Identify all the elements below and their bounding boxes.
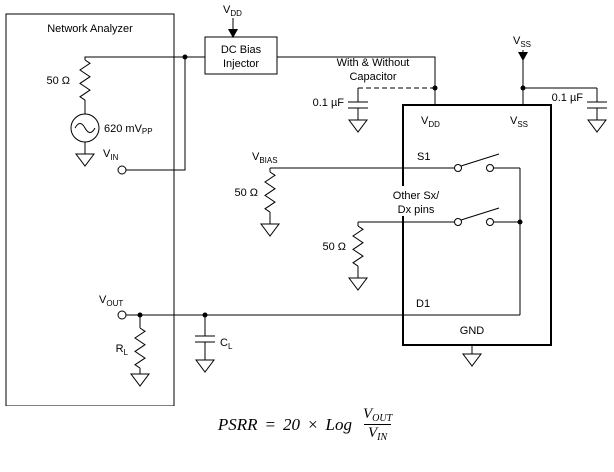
formula-denominator: VIN [363,424,392,443]
ground-icon [260,223,280,237]
switch-contact-icon [486,218,494,226]
formula-log: Log [325,414,352,434]
source-resistor-label: 50 Ω [46,75,70,87]
cap-note-line2: Capacitor [349,71,396,83]
wire-vin-tap [126,57,186,171]
source-amplitude-label: 620 mVPP [104,123,153,136]
vin-port-circle [117,165,127,175]
junction-dot [517,219,523,225]
dut-box [402,104,552,346]
ground-icon [348,277,368,291]
dut-pin-gnd-label: GND [460,325,485,337]
wire-source-to-injector [84,56,205,60]
ground-icon [75,153,95,167]
injector-label-line2: Injector [223,58,259,70]
dut-pin-vss-label: VSS [510,115,528,129]
formula-equals: = [264,414,276,434]
formula-coefficient: 20 [283,414,300,434]
circuit-schematic: Network Analyzer 50 Ω 620 mVPP VIN VDD D… [5,4,607,406]
vbias-label: VBIAS [252,151,278,165]
formula-times: × [307,414,319,434]
sine-wave-icon [74,123,96,133]
resistor-symbol-other [352,225,364,267]
right-cap-value: 0.1 µF [552,92,584,104]
cap-note-line1: With & Without [337,57,410,69]
label-mask [390,186,442,216]
switch-blade-icon [460,153,500,167]
formula-numerator: VOUT [362,406,393,424]
ground-icon [348,119,368,133]
vin-label: VIN [103,148,119,162]
arrowhead-down-icon [228,29,238,38]
arrowhead-down-icon [518,52,528,61]
vout-port-circle [117,310,127,320]
switch-contact-icon [454,218,462,226]
formula-fraction: VOUT VIN [359,406,396,443]
junction-dot [182,54,188,60]
ground-icon [587,119,607,133]
other-pins-label-line2: Dx pins [398,204,435,216]
capacitor-symbol-right [587,101,607,109]
ground-icon [195,359,215,373]
vdd-supply-label: VDD [223,4,242,18]
rl-label: RL [116,343,129,357]
network-analyzer-box [5,13,175,406]
other-resistor-label: 50 Ω [322,241,346,253]
resistor-symbol-rl [134,327,146,369]
capacitor-symbol-cl [195,335,215,343]
psrr-formula: PSRR = 20 × Log VOUT VIN [0,406,614,443]
ground-icon [130,373,150,387]
vss-supply-label: VSS [513,35,531,49]
resistor-symbol-vbias [264,171,276,213]
vout-label: VOUT [99,294,123,308]
injector-label-line1: DC Bias [221,44,262,56]
formula-lhs: PSRR [217,414,258,434]
network-analyzer-title: Network Analyzer [47,23,133,35]
resistor-symbol-source [79,59,91,101]
dut-pin-d1-label: D1 [416,298,430,310]
cl-label: CL [220,337,233,351]
switch-blade-icon [460,207,500,221]
other-pins-label-line1: Other Sx/ [393,190,440,202]
switch-contact-icon [454,164,462,172]
ground-icon [462,353,482,367]
capacitor-symbol-left [348,101,368,109]
dut-pin-s1-label: S1 [417,151,430,163]
switch-contact-icon [486,164,494,172]
dut-pin-vdd-label: VDD [421,115,440,129]
left-cap-value: 0.1 µF [313,97,345,109]
dc-bias-injector-box [204,36,278,75]
vbias-resistor-label: 50 Ω [234,187,258,199]
wire-vss-to-cap [523,87,598,102]
